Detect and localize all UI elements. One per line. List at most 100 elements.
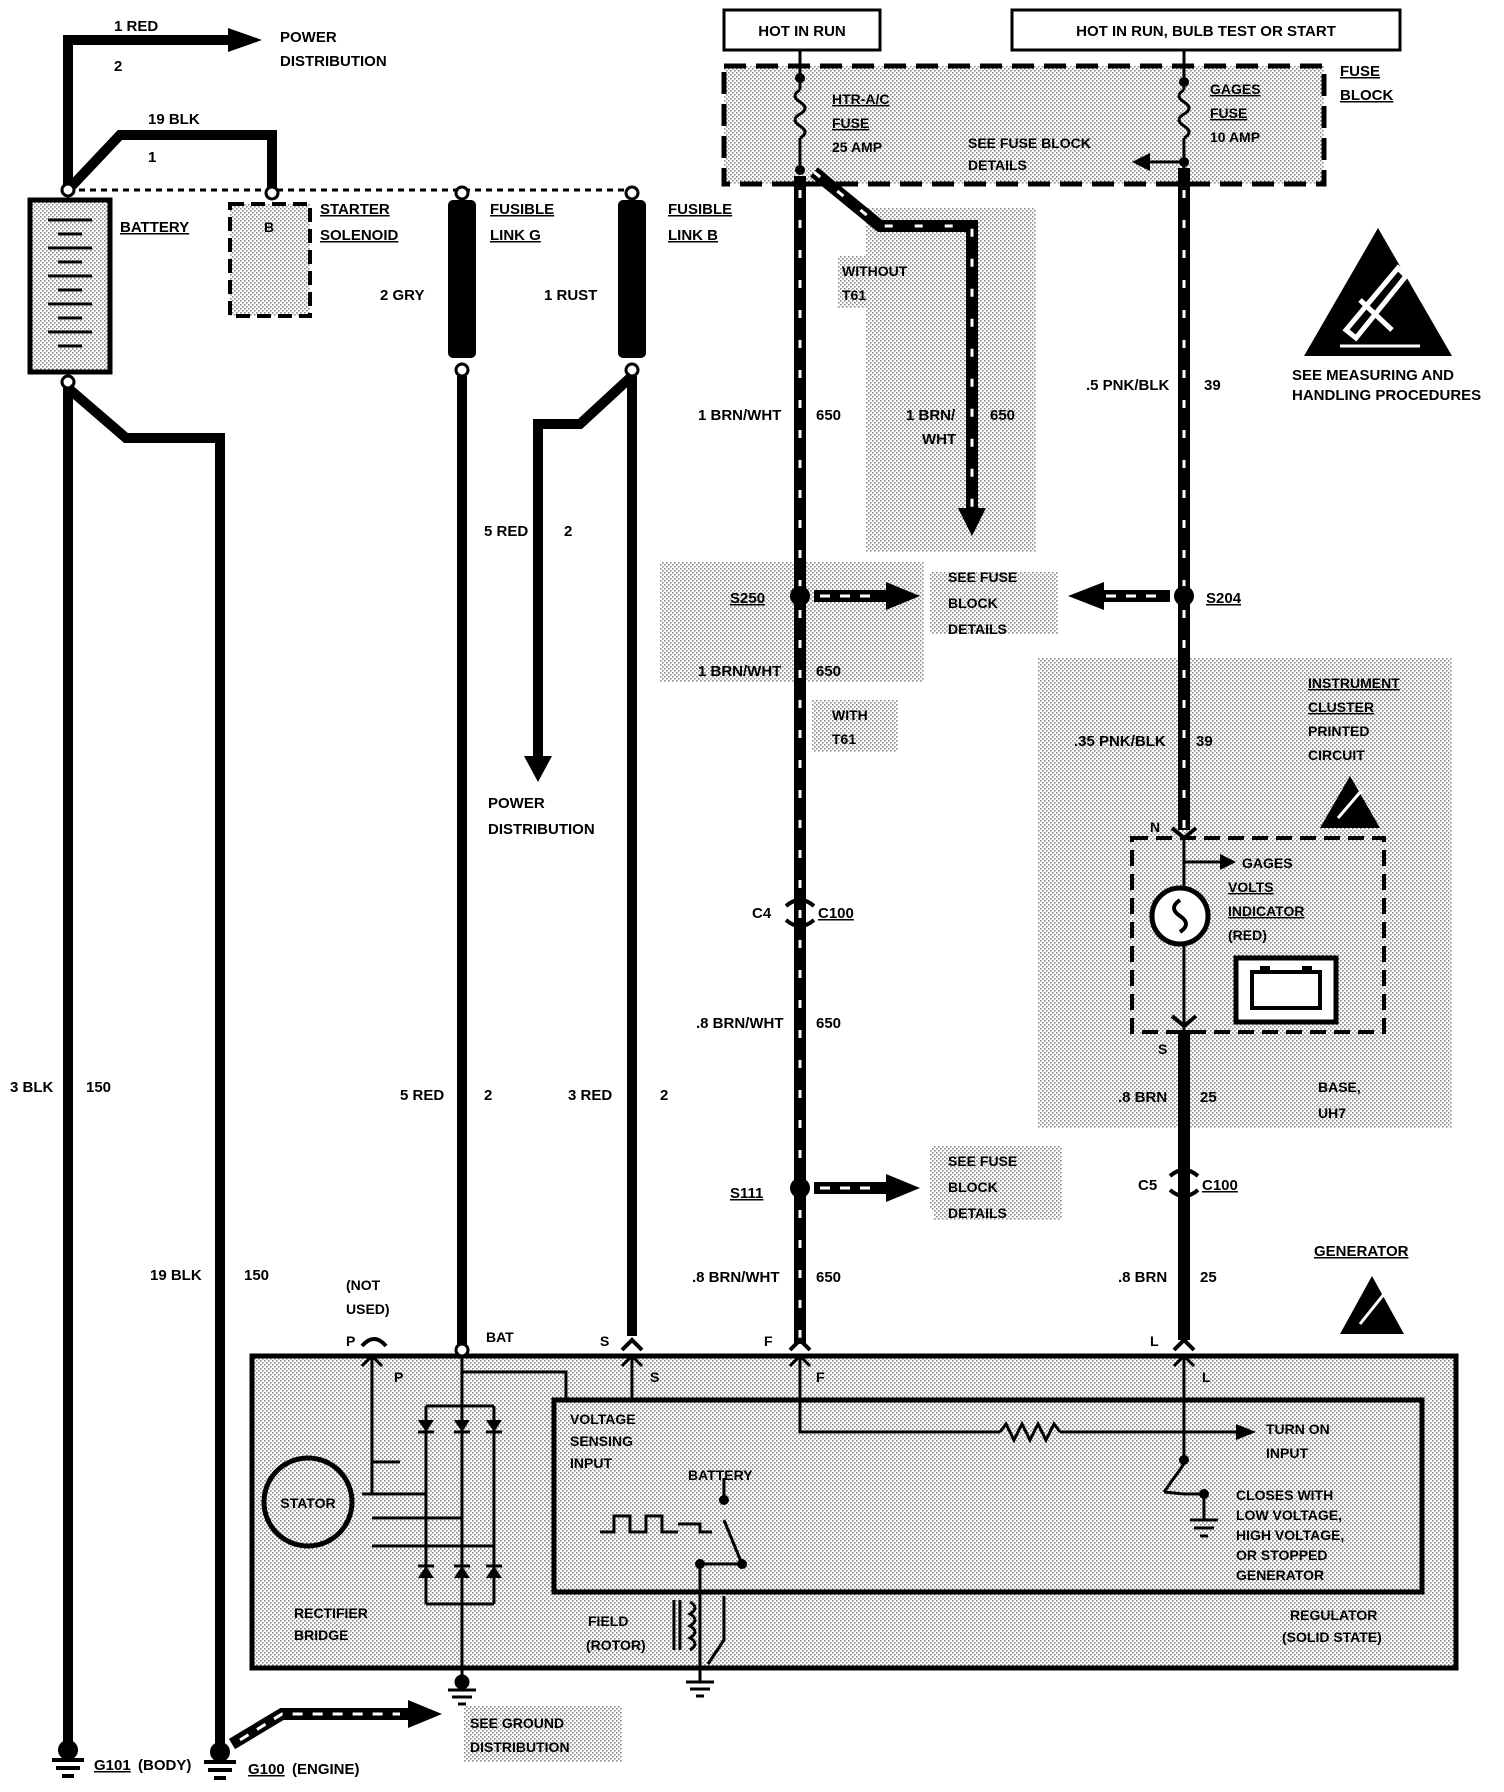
circuit-150-b: 150 bbox=[244, 1267, 269, 1284]
fuse-block-details: SEE FUSE BLOCK bbox=[968, 135, 1091, 151]
fusible-link-g bbox=[448, 200, 476, 358]
not-used-label: (NOT bbox=[346, 1277, 381, 1293]
connector-c100-icon-a bbox=[784, 898, 816, 928]
generator-label: GENERATOR bbox=[1314, 1243, 1409, 1260]
circuit-2-a: 2 bbox=[484, 1087, 492, 1104]
instrument-cluster-label: INSTRUMENT bbox=[1308, 675, 1400, 691]
fuse-block-label-2: BLOCK bbox=[1340, 87, 1393, 104]
regulator-label: REGULATOR bbox=[1290, 1607, 1377, 1623]
battery-plates bbox=[48, 218, 92, 348]
fuse-details-arrow bbox=[1132, 153, 1150, 171]
circuit-650-a: 650 bbox=[816, 407, 841, 424]
starter-solenoid-label-2: SOLENOID bbox=[320, 227, 399, 244]
splice-s250 bbox=[790, 586, 810, 606]
fusible-link-b-label-2: LINK B bbox=[668, 227, 718, 244]
terminal-s-inner: S bbox=[650, 1369, 659, 1385]
wire-8-brn-b: .8 BRN bbox=[1118, 1269, 1167, 1286]
stator-icon bbox=[261, 1455, 355, 1549]
see-fuse-block-1: SEE FUSE bbox=[948, 569, 1017, 585]
starter-solenoid-label: STARTER bbox=[320, 201, 390, 218]
closes-with-label: CLOSES WITH bbox=[1236, 1487, 1333, 1503]
turn-on-input-arrow bbox=[1236, 1424, 1256, 1440]
circuit-25-b: 25 bbox=[1200, 1269, 1217, 1286]
circuit-25-a: 25 bbox=[1200, 1089, 1217, 1106]
circuit-39-b: 39 bbox=[1196, 733, 1213, 750]
voltage-sensing-input-label: VOLTAGE bbox=[570, 1411, 636, 1427]
see-ground-arrow bbox=[408, 1700, 442, 1728]
s111-label: S111 bbox=[730, 1185, 763, 1202]
fusible-link-g-label-2: LINK G bbox=[490, 227, 541, 244]
ground-g101-icon bbox=[52, 1740, 84, 1778]
cluster-box bbox=[1130, 836, 1386, 1034]
circuit-2-upper: 2 bbox=[564, 523, 572, 540]
s204-arrow bbox=[1068, 582, 1104, 610]
c5-label: C5 bbox=[1138, 1177, 1157, 1194]
turn-on-input-label-2: INPUT bbox=[1266, 1445, 1308, 1461]
stator-label: STATOR bbox=[280, 1495, 335, 1511]
fusible-link-g-label: FUSIBLE bbox=[490, 201, 554, 218]
wire-5-red: 5 RED bbox=[400, 1087, 444, 1104]
instrument-cluster-label-2: CLUSTER bbox=[1308, 699, 1374, 715]
circuit-1: 1 bbox=[148, 149, 156, 166]
c100-label-a: C100 bbox=[818, 905, 854, 922]
circuit-2-b: 2 bbox=[660, 1087, 668, 1104]
fuse-block-label: FUSE bbox=[1340, 63, 1380, 80]
see-fuse-block-1-3: DETAILS bbox=[948, 621, 1007, 637]
htr-fuse-label: HTR-A/C bbox=[832, 91, 890, 107]
hot-in-run-box bbox=[722, 8, 882, 52]
terminal-f-inner: F bbox=[816, 1369, 825, 1385]
gages-label: GAGES bbox=[1242, 855, 1293, 871]
with-t61-label: WITH bbox=[832, 707, 868, 723]
hot-in-run-bulb-label: HOT IN RUN, BULB TEST OR START bbox=[1076, 23, 1336, 40]
wire-2-gry: 2 GRY bbox=[380, 287, 424, 304]
without-t61-label: WITHOUT bbox=[842, 263, 908, 279]
s250-label: S250 bbox=[730, 590, 765, 607]
volts-indicator-label-2: INDICATOR bbox=[1228, 903, 1304, 919]
power-distribution-label-lower: POWER bbox=[488, 795, 545, 812]
g100-desc: (ENGINE) bbox=[292, 1761, 360, 1778]
circuit-150-a: 150 bbox=[86, 1079, 111, 1096]
power-distribution-arrow bbox=[228, 28, 262, 52]
fuse-block-details-2: DETAILS bbox=[968, 157, 1027, 173]
fuse-block: FUSE BLOCK HTR-A/C FUSE 25 AMP GAGES FUS… bbox=[721, 50, 1393, 187]
s250-arrow bbox=[886, 582, 920, 610]
circuit-650: 1 BRN/WHT 650 WITHOUT T61 1 BRN/ WHT 650… bbox=[692, 167, 1062, 1344]
connector-c100-icon-b bbox=[1168, 1168, 1200, 1198]
hot-in-run-label: HOT IN RUN bbox=[758, 23, 846, 40]
starter-terminal-b: B bbox=[264, 219, 274, 235]
rectifier-diodes bbox=[418, 1420, 502, 1578]
ground-g100-icon bbox=[204, 1742, 236, 1780]
g101-label: G101 bbox=[94, 1757, 131, 1774]
circuit-650-c: 650 bbox=[816, 663, 841, 680]
field-rotor-icon bbox=[672, 1600, 697, 1652]
circuit-39-a: 39 bbox=[1204, 377, 1221, 394]
terminal-s-top: S bbox=[600, 1333, 609, 1349]
power-distribution-label-lower-2: DISTRIBUTION bbox=[488, 821, 595, 838]
esd-small-icon-2 bbox=[1340, 1276, 1404, 1334]
base-uh7-label-2: UH7 bbox=[1318, 1105, 1346, 1121]
wire-19-blk-top: 19 BLK bbox=[148, 111, 200, 128]
c100-label-b: C100 bbox=[1202, 1177, 1238, 1194]
generator: GENERATOR (NOT USED) P BAT S F L P S F L bbox=[249, 1243, 1459, 1680]
instrument-cluster-label-4: CIRCUIT bbox=[1308, 747, 1365, 763]
terminal-bat: BAT bbox=[486, 1329, 514, 1345]
terminal-p-inner: P bbox=[394, 1369, 403, 1385]
grounds: G101 (BODY) G100 (ENGINE) SEE GROUND DIS… bbox=[52, 1664, 714, 1780]
wire-5-pnk-blk: .5 PNK/BLK bbox=[1086, 377, 1170, 394]
without-t61-arrow bbox=[958, 508, 986, 536]
splice-s111 bbox=[790, 1178, 810, 1198]
see-fuse-block-2: SEE FUSE bbox=[948, 1153, 1017, 1169]
wire-8-brn-wht-b: .8 BRN/WHT bbox=[692, 1269, 780, 1286]
esd-warning: SEE MEASURING AND HANDLING PROCEDURES bbox=[1292, 228, 1481, 404]
c4-label: C4 bbox=[752, 905, 772, 922]
wire-8-brn-wht-a: .8 BRN/WHT bbox=[696, 1015, 784, 1032]
wire-1-brn-wht-lower: 1 BRN/WHT bbox=[698, 663, 781, 680]
circuit-650-b: 650 bbox=[990, 407, 1015, 424]
starter-solenoid-box bbox=[228, 202, 312, 318]
instrument-cluster: INSTRUMENT CLUSTER PRINTED CIRCUIT N GAG… bbox=[1130, 675, 1400, 1121]
fusible-link-b-label: FUSIBLE bbox=[668, 201, 732, 218]
wire-5-red-upper: 5 RED bbox=[484, 523, 528, 540]
esd-text-2: HANDLING PROCEDURES bbox=[1292, 387, 1481, 404]
see-ground-label: SEE GROUND bbox=[470, 1715, 564, 1731]
volts-indicator-label: VOLTS bbox=[1228, 879, 1274, 895]
